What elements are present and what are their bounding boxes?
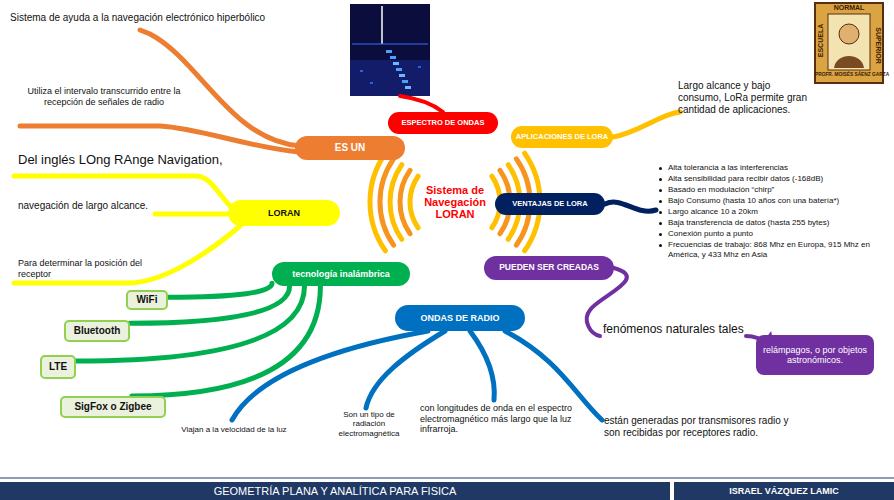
bullet-dot (659, 233, 662, 236)
node-text: tecnología inalámbrica (292, 269, 390, 279)
branch-connector (168, 283, 272, 297)
bullet-dot (659, 200, 662, 203)
bullet-item: Baja transferencia de datos (hasta 255 b… (658, 218, 892, 228)
branch-text: fenómenos naturales tales (603, 322, 773, 336)
node-text: Bluetooth (74, 325, 121, 336)
node-text: LTE (49, 361, 67, 372)
node-text: Sistema de Navegación LORAN (421, 184, 489, 221)
leaf-box: SigFox o Zigbee (60, 396, 166, 418)
node-text: VENTAJAS DE LORA (512, 200, 587, 208)
branch-text: Son un tipo de radiación electromagnétic… (326, 410, 412, 438)
logo-text: ESCUELA (817, 21, 826, 61)
node-text: ISRAEL VÁZQUEZ LAMIC (729, 486, 838, 496)
branch-text: Para determinar la posición del receptor (18, 258, 143, 279)
bullet-item: Basado en modulación “chirp” (658, 185, 892, 195)
logo-text: SUPERIOR (873, 26, 882, 66)
node-text: ONDAS DE RADIO (420, 313, 499, 323)
branch-text: navegación de largo alcance. (18, 200, 188, 212)
node-text: ES UN (335, 142, 366, 153)
node-text: PUEDEN SER CREADAS (499, 263, 599, 273)
node-text: APLICACIONES DE LORA (516, 133, 609, 141)
branch-pill: ESPECTRO DE ONDAS (388, 112, 498, 134)
leaf-box: WiFi (126, 290, 168, 310)
node-text: GEOMETRÍA PLANA Y ANALÍTICA PARA FISICA (214, 485, 457, 497)
leaf-box: Bluetooth (64, 320, 130, 342)
branch-text: Sistema de ayuda a la navegación electró… (10, 12, 295, 24)
bullet-dot (659, 189, 662, 192)
branch-text: Utiliza el intervalo transcurrido entre … (14, 86, 194, 107)
branch-text: están generadas por transmisores radio y… (604, 415, 802, 439)
branch-pill: ES UN (295, 136, 405, 160)
branch-pill: PUEDEN SER CREADAS (484, 256, 614, 280)
bullet-item: Alta sensibilidad para recibir datos (-1… (658, 174, 892, 184)
node-text: relámpagos, o por objetos astronómicos. (760, 345, 870, 365)
center-topic: Sistema de Navegación LORAN (417, 178, 493, 226)
branch-text: Del inglés LOng RAnge Navigation, (18, 152, 253, 167)
bullet-item: Bajo Consumo (hasta 10 años con una bate… (658, 196, 892, 206)
node-text: WiFi (136, 294, 157, 305)
bullet-item: Frecuencias de trabajo: 868 Mhz en Europ… (658, 240, 892, 259)
branch-pill: VENTAJAS DE LORA (495, 193, 605, 215)
bullet-dot (659, 222, 662, 225)
branch-text: con longitudes de onda en el espectro el… (420, 403, 602, 435)
bullet-item: Conexión punto a punto (658, 229, 892, 239)
branch-pill: ONDAS DE RADIO (395, 305, 525, 331)
bullet-dot (659, 178, 662, 181)
footer-band: ISRAEL VÁZQUEZ LAMIC (674, 482, 894, 500)
branch-text: Viajan a la velocidad de la luz (178, 425, 290, 434)
branch-pill: tecnología inalámbrica (272, 262, 410, 286)
footer-rule (0, 478, 894, 479)
spectrum-image (350, 4, 430, 96)
bullet-item: Alta tolerancia a las interferencias (658, 163, 892, 173)
branch-text: Largo alcance y bajo consumo, LoRa permi… (678, 80, 810, 115)
node-text: SigFox o Zigbee (74, 401, 151, 412)
bullet-item: Largo alcance 10 a 20km (658, 207, 892, 217)
branch-pill: LORAN (228, 200, 340, 226)
logo-text: PROFR. MOISÉS SÁENZ GARZA (815, 72, 883, 78)
footer-band: GEOMETRÍA PLANA Y ANALÍTICA PARA FISICA (0, 482, 670, 500)
branch-lines (14, 30, 772, 420)
leaf-box: LTE (40, 355, 76, 379)
school-logo (815, 3, 883, 83)
bullet-dot (659, 211, 662, 214)
bullet-dot (659, 244, 662, 247)
node-text: LORAN (268, 208, 300, 218)
logo-text: NORMAL (827, 4, 871, 12)
branch-pill: APLICACIONES DE LORA (511, 126, 613, 148)
node-text: ESPECTRO DE ONDAS (402, 119, 485, 127)
bullet-dot (659, 167, 662, 170)
leaf-box: relámpagos, o por objetos astronómicos. (756, 335, 874, 375)
